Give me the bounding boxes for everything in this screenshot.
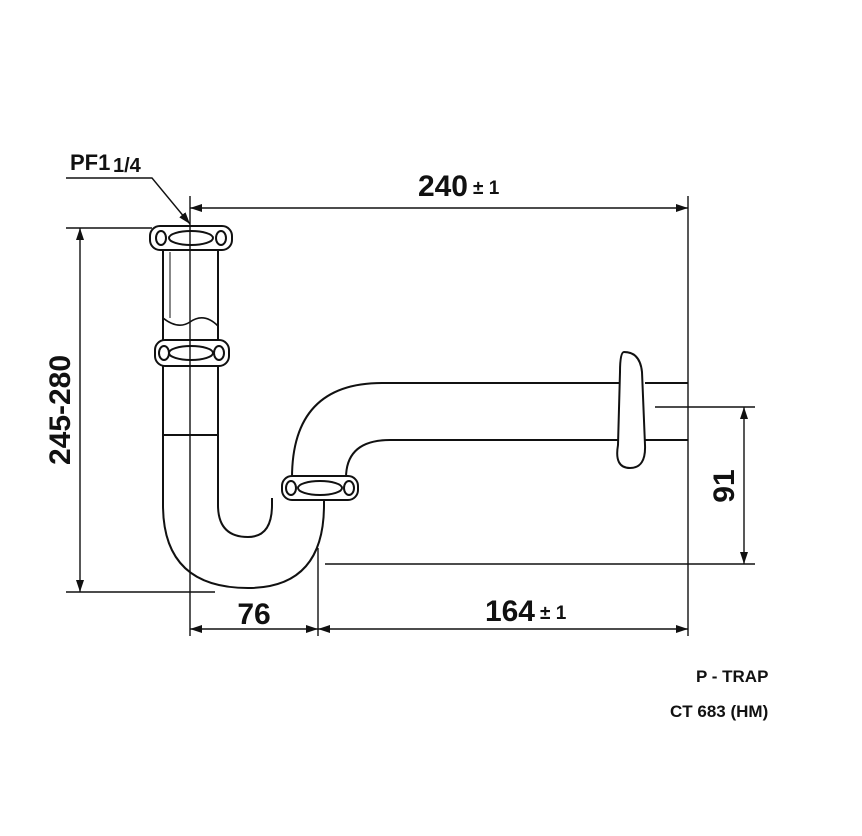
wall-flange (616, 350, 647, 470)
outlet-length-tolerance: ± 1 (540, 603, 567, 624)
product-model: CT 683 (HM) (670, 702, 769, 721)
overall-width-value: 240 (418, 170, 468, 203)
outlet-length-dimension: 164 ± 1 (485, 595, 567, 628)
thread-label: PF1 (70, 150, 110, 175)
product-name: P - TRAP (696, 667, 769, 686)
trap-slip-nut (281, 475, 359, 501)
top-slip-nut (149, 225, 233, 251)
trap-width-dimension: 76 (237, 598, 270, 631)
middle-slip-nut (154, 339, 230, 367)
thread-fraction-label: 1/4 (113, 155, 142, 177)
outlet-length-value: 164 (485, 595, 535, 628)
overall-width-tolerance: ± 1 (473, 178, 500, 199)
height-range-dimension: 245-280 (44, 355, 77, 465)
dimension-lines (66, 177, 755, 636)
overall-width-dimension: 240 ± 1 (418, 170, 500, 203)
outlet-height-dimension: 91 (708, 469, 741, 502)
p-trap-pipe (162, 248, 688, 590)
